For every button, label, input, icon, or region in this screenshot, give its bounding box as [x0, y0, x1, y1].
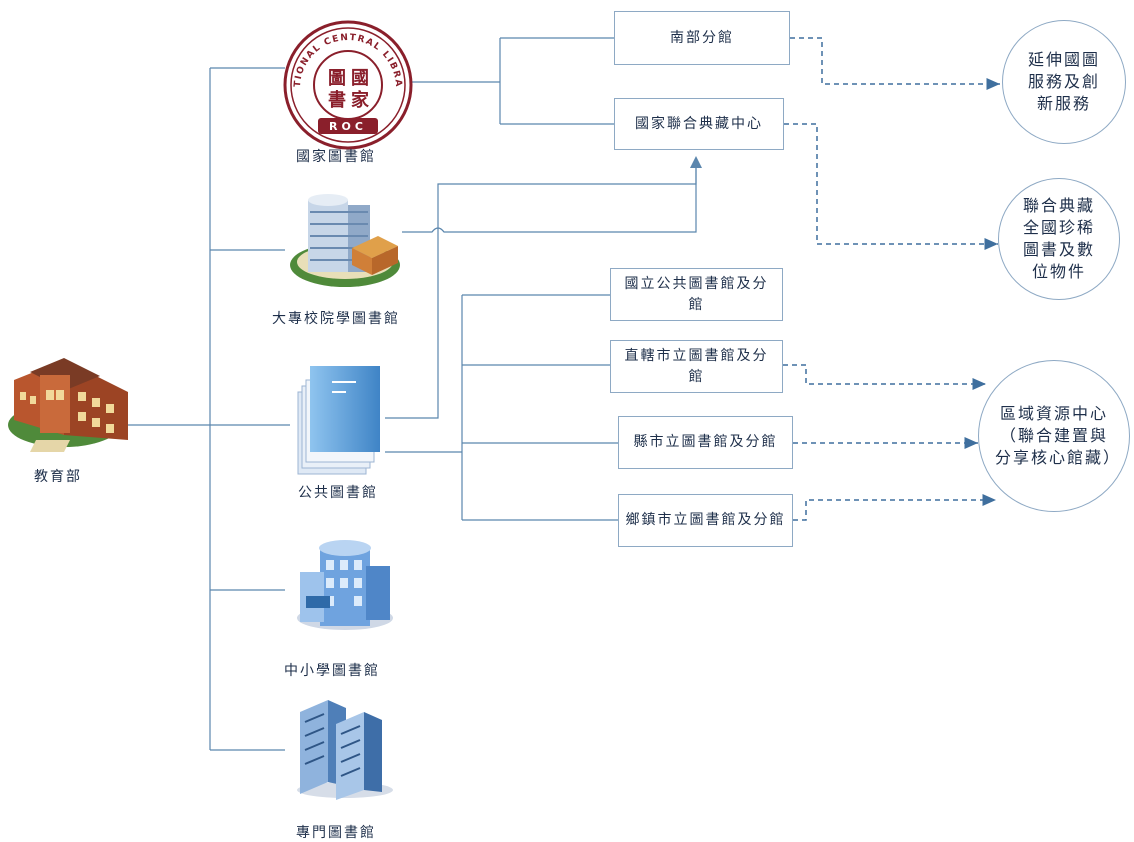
dashed-arrows	[783, 37, 1000, 521]
school-building-icon	[8, 358, 128, 452]
label-ministry: 教育部	[34, 469, 82, 485]
label-national-library: 國家圖書館	[296, 149, 376, 165]
circle-regional-text: 區域資源中心（聯合建置與分享核心館藏）	[995, 404, 1122, 467]
school-library-building-icon	[297, 540, 393, 630]
circle-union-collection: 聯合典藏全國珍稀圖書及數位物件	[998, 178, 1120, 300]
box-southern-branch: 南部分館	[614, 11, 790, 65]
circle-extend-services: 延伸國圖服務及創新服務	[1002, 20, 1126, 144]
circle-collection-text: 聯合典藏全國珍稀圖書及數位物件	[1022, 196, 1095, 281]
svg-text:圖: 圖	[328, 68, 346, 89]
circle-regional-center: 區域資源中心（聯合建置與分享核心館藏）	[978, 360, 1130, 512]
server-rack-icon	[297, 700, 393, 800]
circle-extend-text: 延伸國圖服務及創新服務	[1027, 50, 1100, 113]
box-union-repository: 國家聯合典藏中心	[614, 98, 784, 150]
university-building-icon	[290, 194, 400, 287]
box-municipal: 直轄市立圖書館及分館	[610, 340, 783, 393]
national-library-seal-icon: NATIONAL CENTRAL LIBRARY 圖國 書家 ROC	[0, 0, 413, 150]
box-township: 鄉鎮市立圖書館及分館	[618, 494, 793, 547]
label-school-libraries: 中小學圖書館	[284, 663, 380, 679]
box-county: 縣市立圖書館及分館	[618, 416, 793, 469]
label-university-libraries: 大專校院學圖書館	[272, 311, 400, 327]
label-public-libraries: 公共圖書館	[298, 485, 378, 501]
box-national-public: 國立公共圖書館及分館	[610, 268, 783, 321]
document-stack-icon	[297, 366, 380, 475]
arrowhead	[690, 156, 702, 168]
seal-bottom-text: ROC	[329, 120, 367, 133]
svg-text:國: 國	[351, 68, 369, 89]
connector-lines	[128, 37, 697, 751]
svg-text:書: 書	[328, 90, 346, 111]
label-special-libraries: 專門圖書館	[296, 825, 376, 841]
svg-text:家: 家	[351, 89, 370, 111]
